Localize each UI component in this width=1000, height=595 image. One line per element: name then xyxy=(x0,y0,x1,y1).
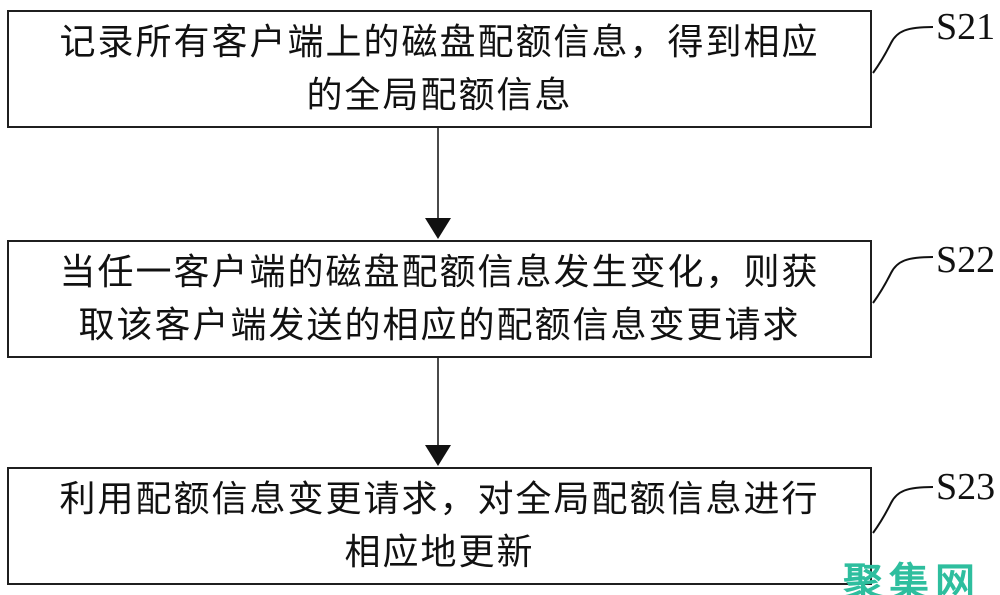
leader-line-s23 xyxy=(872,486,934,534)
step-s21-text-line2: 的全局配额信息 xyxy=(306,75,573,115)
step-label-s22: S22 xyxy=(936,239,996,281)
step-s22-text-line1: 当任一客户端的磁盘配额信息发生变化，则获 xyxy=(59,252,820,292)
step-s23-text-line2: 相应地更新 xyxy=(344,532,535,572)
step-label-s23: S23 xyxy=(936,466,996,508)
step-box-s21: 记录所有客户端上的磁盘配额信息，得到相应 的全局配额信息 xyxy=(7,10,872,128)
leader-line-s22 xyxy=(872,256,934,304)
step-box-s22: 当任一客户端的磁盘配额信息发生变化，则获 取该客户端发送的相应的配额信息变更请求 xyxy=(7,240,872,358)
step-s21-text-line1: 记录所有客户端上的磁盘配额信息，得到相应 xyxy=(59,22,820,62)
step-s22-text-line2: 取该客户端发送的相应的配额信息变更请求 xyxy=(78,305,801,345)
step-label-s21: S21 xyxy=(936,6,996,48)
watermark-text: 聚集网 xyxy=(843,561,981,595)
step-s23-text-line1: 利用配额信息变更请求，对全局配额信息进行 xyxy=(59,479,820,519)
arrowhead-down-icon xyxy=(425,445,451,466)
arrowhead-down-icon xyxy=(425,218,451,239)
leader-line-s21 xyxy=(872,26,934,74)
step-box-s23: 利用配额信息变更请求，对全局配额信息进行 相应地更新 xyxy=(7,467,872,585)
